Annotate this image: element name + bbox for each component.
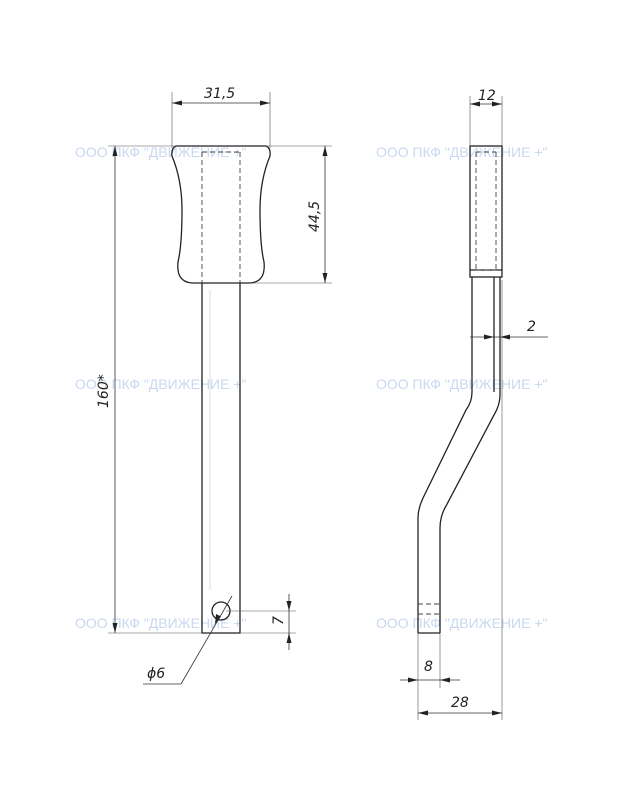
arrowhead [112, 623, 118, 633]
watermark-text: ООО ПКФ "ДВИЖЕНИЕ +" [75, 144, 247, 160]
leader-line [180, 595, 233, 685]
arrowhead [484, 334, 494, 340]
dim-hole-offset: 7 [271, 616, 287, 625]
arrowhead [172, 100, 182, 106]
arrowhead [286, 633, 292, 643]
dim-hole-diameter: ϕ6 [147, 666, 165, 682]
arrowhead [470, 101, 480, 107]
watermark-text: ООО ПКФ "ДВИЖЕНИЕ +" [376, 144, 548, 160]
dim-handle-width: 31,5 [204, 86, 235, 102]
arrowhead [322, 273, 328, 283]
rod-outline [201, 283, 241, 634]
watermark-text: ООО ПКФ "ДВИЖЕНИЕ +" [75, 615, 247, 631]
arrowhead [215, 614, 221, 624]
dim-overall-length: 160* [96, 374, 112, 408]
arrowhead [286, 601, 292, 611]
dim-thickness: 2 [527, 319, 536, 335]
arrowhead [322, 146, 328, 156]
arrowhead [408, 677, 418, 683]
arrowhead [418, 710, 428, 716]
arrowhead [440, 677, 450, 683]
dim-bottom-width: 8 [424, 659, 433, 675]
arrowhead [500, 334, 510, 340]
arrowhead [260, 100, 270, 106]
watermark-text: ООО ПКФ "ДВИЖЕНИЕ +" [75, 376, 247, 392]
watermarks: ООО ПКФ "ДВИЖЕНИЕ +" ООО ПКФ "ДВИЖЕНИЕ +… [75, 144, 548, 631]
arrowhead [492, 101, 502, 107]
bent-bar-inner [439, 277, 501, 633]
dim-top-width: 12 [478, 88, 496, 104]
dim-handle-height: 44,5 [307, 201, 323, 232]
arrowhead [492, 710, 502, 716]
bent-bar-outer [417, 277, 473, 633]
watermark-text: ООО ПКФ "ДВИЖЕНИЕ +" [376, 376, 548, 392]
watermark-text: ООО ПКФ "ДВИЖЕНИЕ +" [376, 615, 548, 631]
arrowhead [112, 146, 118, 156]
handle-knob-outline [171, 145, 271, 284]
side-view: 12 2 8 28 [400, 88, 548, 720]
front-view: 31,5 44,5 160* 7 ϕ6 [96, 86, 332, 685]
dim-overall-offset: 28 [451, 695, 469, 711]
side-handle-block [469, 145, 503, 278]
